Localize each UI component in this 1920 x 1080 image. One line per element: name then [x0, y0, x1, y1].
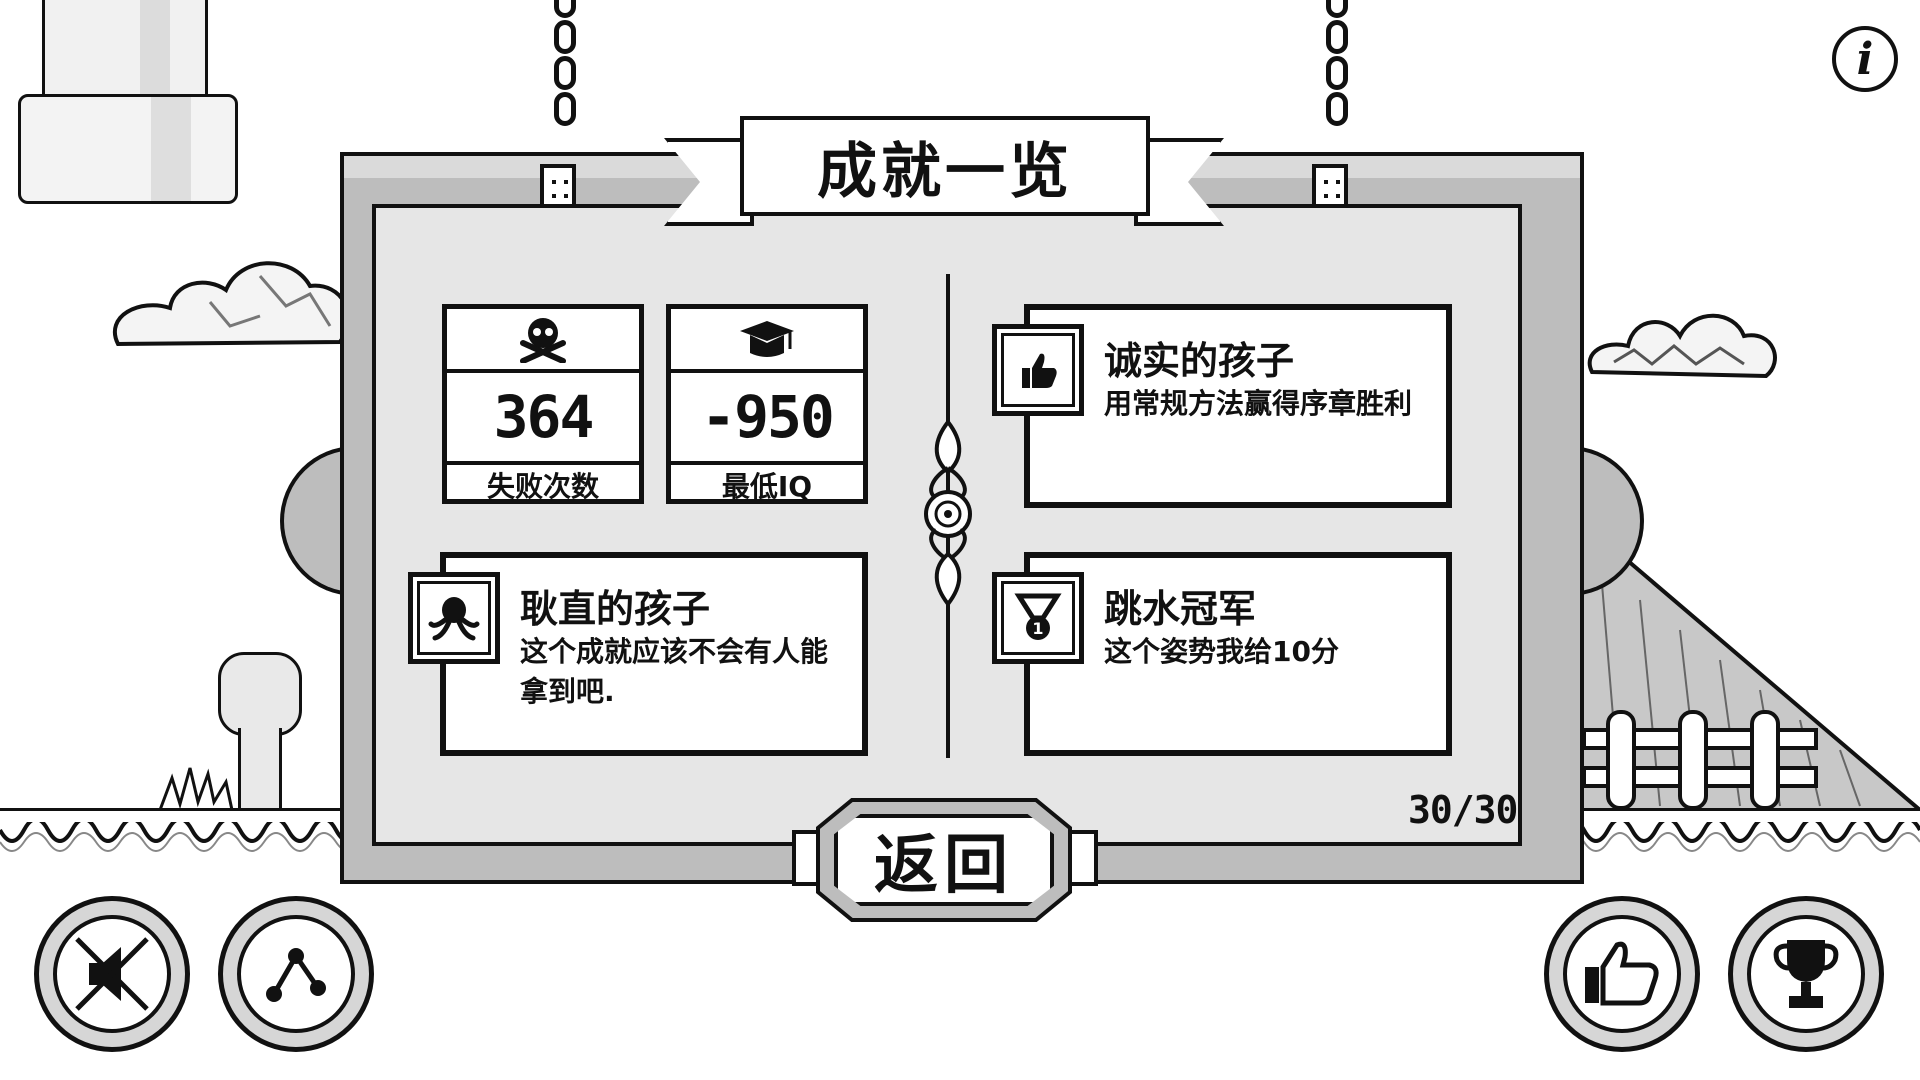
title-banner: 成就一览 — [740, 116, 1150, 216]
achievement-title: 诚实的孩子 — [1104, 339, 1295, 383]
post-stem — [238, 728, 282, 813]
skull-crossbones-icon — [447, 309, 639, 373]
info-button[interactable]: i — [1832, 26, 1898, 92]
like-button[interactable] — [1544, 896, 1700, 1052]
achievement-card-upright-child — [440, 552, 868, 756]
page-title: 成就一览 — [817, 136, 1073, 207]
chain-left — [548, 0, 582, 128]
graduation-cap-icon — [671, 309, 863, 373]
pipe — [42, 0, 208, 99]
flower-ornament-icon — [924, 418, 972, 608]
achievement-description: 这个成就应该不会有人能拿到吧. — [520, 635, 829, 708]
lowest-iq-value: -950 — [701, 383, 835, 451]
trophy-icon — [1747, 915, 1865, 1033]
stat-lowest-iq: -950 最低IQ — [666, 304, 868, 504]
pipe-cap — [18, 94, 238, 204]
chain-bracket-right-front — [1312, 164, 1348, 208]
info-icon: i — [1856, 33, 1874, 85]
fence — [1582, 710, 1818, 810]
cloud-left — [112, 261, 350, 347]
achievement-description: 这个姿势我给10分 — [1104, 635, 1339, 668]
chain-right — [1320, 0, 1354, 128]
lowest-iq-label: 最低IQ — [671, 461, 863, 505]
achievement-card-diving-champion — [1024, 552, 1452, 756]
achievement-description: 用常规方法赢得序章胜利 — [1104, 387, 1413, 420]
medal-icon: 1 — [992, 572, 1084, 664]
like-icon — [1563, 915, 1681, 1033]
stat-fail-count: 364 失败次数 — [442, 304, 644, 504]
sound-muted-icon — [53, 915, 171, 1033]
grass-tuft — [158, 767, 234, 811]
share-button[interactable] — [218, 896, 374, 1052]
share-icon — [237, 915, 355, 1033]
achievement-card-honest-child — [1024, 304, 1452, 508]
back-button[interactable]: 返回 — [834, 814, 1054, 906]
chain-bracket-left-front — [540, 164, 576, 208]
cloud-right — [1587, 313, 1777, 379]
achievement-title: 跳水冠军 — [1104, 587, 1257, 631]
thumbs-up-icon — [992, 324, 1084, 416]
svg-text:1: 1 — [1032, 619, 1043, 638]
achievement-title: 耿直的孩子 — [520, 587, 711, 631]
bush-post — [218, 652, 302, 736]
achievement-progress: 30/30 — [1408, 788, 1518, 832]
back-button-label: 返回 — [874, 828, 1014, 903]
fail-count-label: 失败次数 — [447, 461, 639, 505]
fail-count-value: 364 — [493, 383, 595, 451]
sound-toggle-button[interactable] — [34, 896, 190, 1052]
trophy-button[interactable] — [1728, 896, 1884, 1052]
octopus-icon — [408, 572, 500, 664]
